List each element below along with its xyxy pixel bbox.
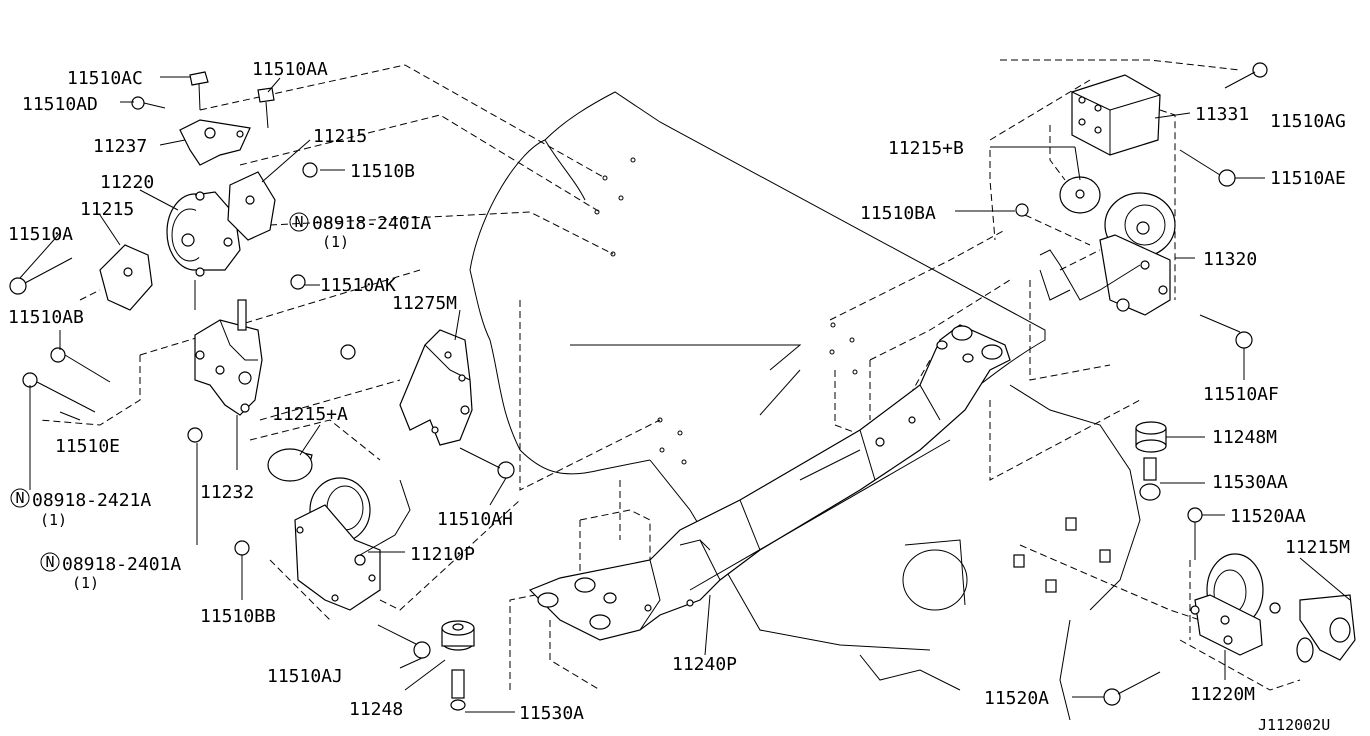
label-11510AE: 11510AE xyxy=(1270,168,1346,189)
label-11215M: 11215M xyxy=(1285,537,1350,558)
bracket-11275M xyxy=(399,329,515,479)
label-qty-top: (1) xyxy=(322,233,349,251)
label-11510BB: 11510BB xyxy=(200,606,276,627)
engine-block-outline xyxy=(469,91,1141,721)
insulator-11215-B xyxy=(1059,176,1101,214)
right-mount-11320 xyxy=(1015,192,1253,349)
leader-lines xyxy=(19,76,1351,713)
label-11510A: 11510A xyxy=(8,224,73,245)
label-qty-bot: (1) xyxy=(72,574,99,592)
nut-symbol-mid: N xyxy=(10,488,30,508)
label-11510AD: 11510AD xyxy=(22,94,98,115)
label-11520A: 11520A xyxy=(984,688,1049,709)
label-11510AC: 11510AC xyxy=(67,68,143,89)
nut-symbol-letter: N xyxy=(294,213,303,231)
label-11215-B: 11215+B xyxy=(888,138,964,159)
label-11210P: 11210P xyxy=(410,544,475,565)
label-11510B: 11510B xyxy=(350,161,415,182)
label-08918-2421A: 08918-2421A xyxy=(32,490,151,511)
nut-symbol-letter: N xyxy=(45,553,54,571)
label-11530AA: 11530AA xyxy=(1212,472,1288,493)
label-11510AF: 11510AF xyxy=(1203,384,1279,405)
label-08918-2401A-bot: 08918-2401A xyxy=(62,554,181,575)
label-11510BA: 11510BA xyxy=(860,203,936,224)
bracket-11237 xyxy=(179,119,251,166)
label-qty-mid: (1) xyxy=(40,511,67,529)
rubber-stopper-11248M xyxy=(1135,421,1167,501)
rubber-stopper-11248 xyxy=(441,620,475,711)
label-11248: 11248 xyxy=(349,699,403,720)
label-11510AB: 11510AB xyxy=(8,307,84,328)
part-labels: 11510AC 11510AA 11510AD 11237 11215 1151… xyxy=(8,59,1350,734)
label-11220: 11220 xyxy=(100,172,154,193)
label-11237: 11237 xyxy=(93,136,147,157)
label-11240P: 11240P xyxy=(672,654,737,675)
label-11331: 11331 xyxy=(1195,104,1249,125)
diagram-id: J112002U xyxy=(1258,716,1330,734)
bracket-11331 xyxy=(1071,62,1268,187)
bracket-11232 xyxy=(194,299,263,416)
front-crossmember xyxy=(528,324,1011,641)
nut-symbol-bot: N xyxy=(40,552,60,572)
label-11215-A: 11215+A xyxy=(272,404,348,425)
bolts-left xyxy=(9,71,356,443)
label-11220M: 11220M xyxy=(1190,684,1255,705)
label-11510AJ: 11510AJ xyxy=(267,666,343,687)
label-11215-left: 11215 xyxy=(80,199,134,220)
label-11510AH: 11510AH xyxy=(437,509,513,530)
rear-mount-11220M xyxy=(1013,507,1356,706)
label-11232: 11232 xyxy=(200,482,254,503)
label-11248M: 11248M xyxy=(1212,427,1277,448)
label-11275M: 11275M xyxy=(392,293,457,314)
label-11510AA: 11510AA xyxy=(252,59,328,80)
label-11510AG: 11510AG xyxy=(1270,111,1346,132)
label-11530A: 11530A xyxy=(519,703,584,724)
insulator-11215-left xyxy=(99,244,153,311)
label-11510E: 11510E xyxy=(55,436,120,457)
label-08918-2401A-top: 08918-2401A xyxy=(312,213,431,234)
rear-mount-11210P xyxy=(234,448,431,659)
nut-symbol-letter: N xyxy=(15,489,24,507)
label-11520AA: 11520AA xyxy=(1230,506,1306,527)
label-11215-top: 11215 xyxy=(313,126,367,147)
label-11510AK: 11510AK xyxy=(320,275,396,296)
insulator-11215-top xyxy=(227,171,276,241)
nut-symbol-top: N xyxy=(289,212,309,232)
label-11320: 11320 xyxy=(1203,249,1257,270)
